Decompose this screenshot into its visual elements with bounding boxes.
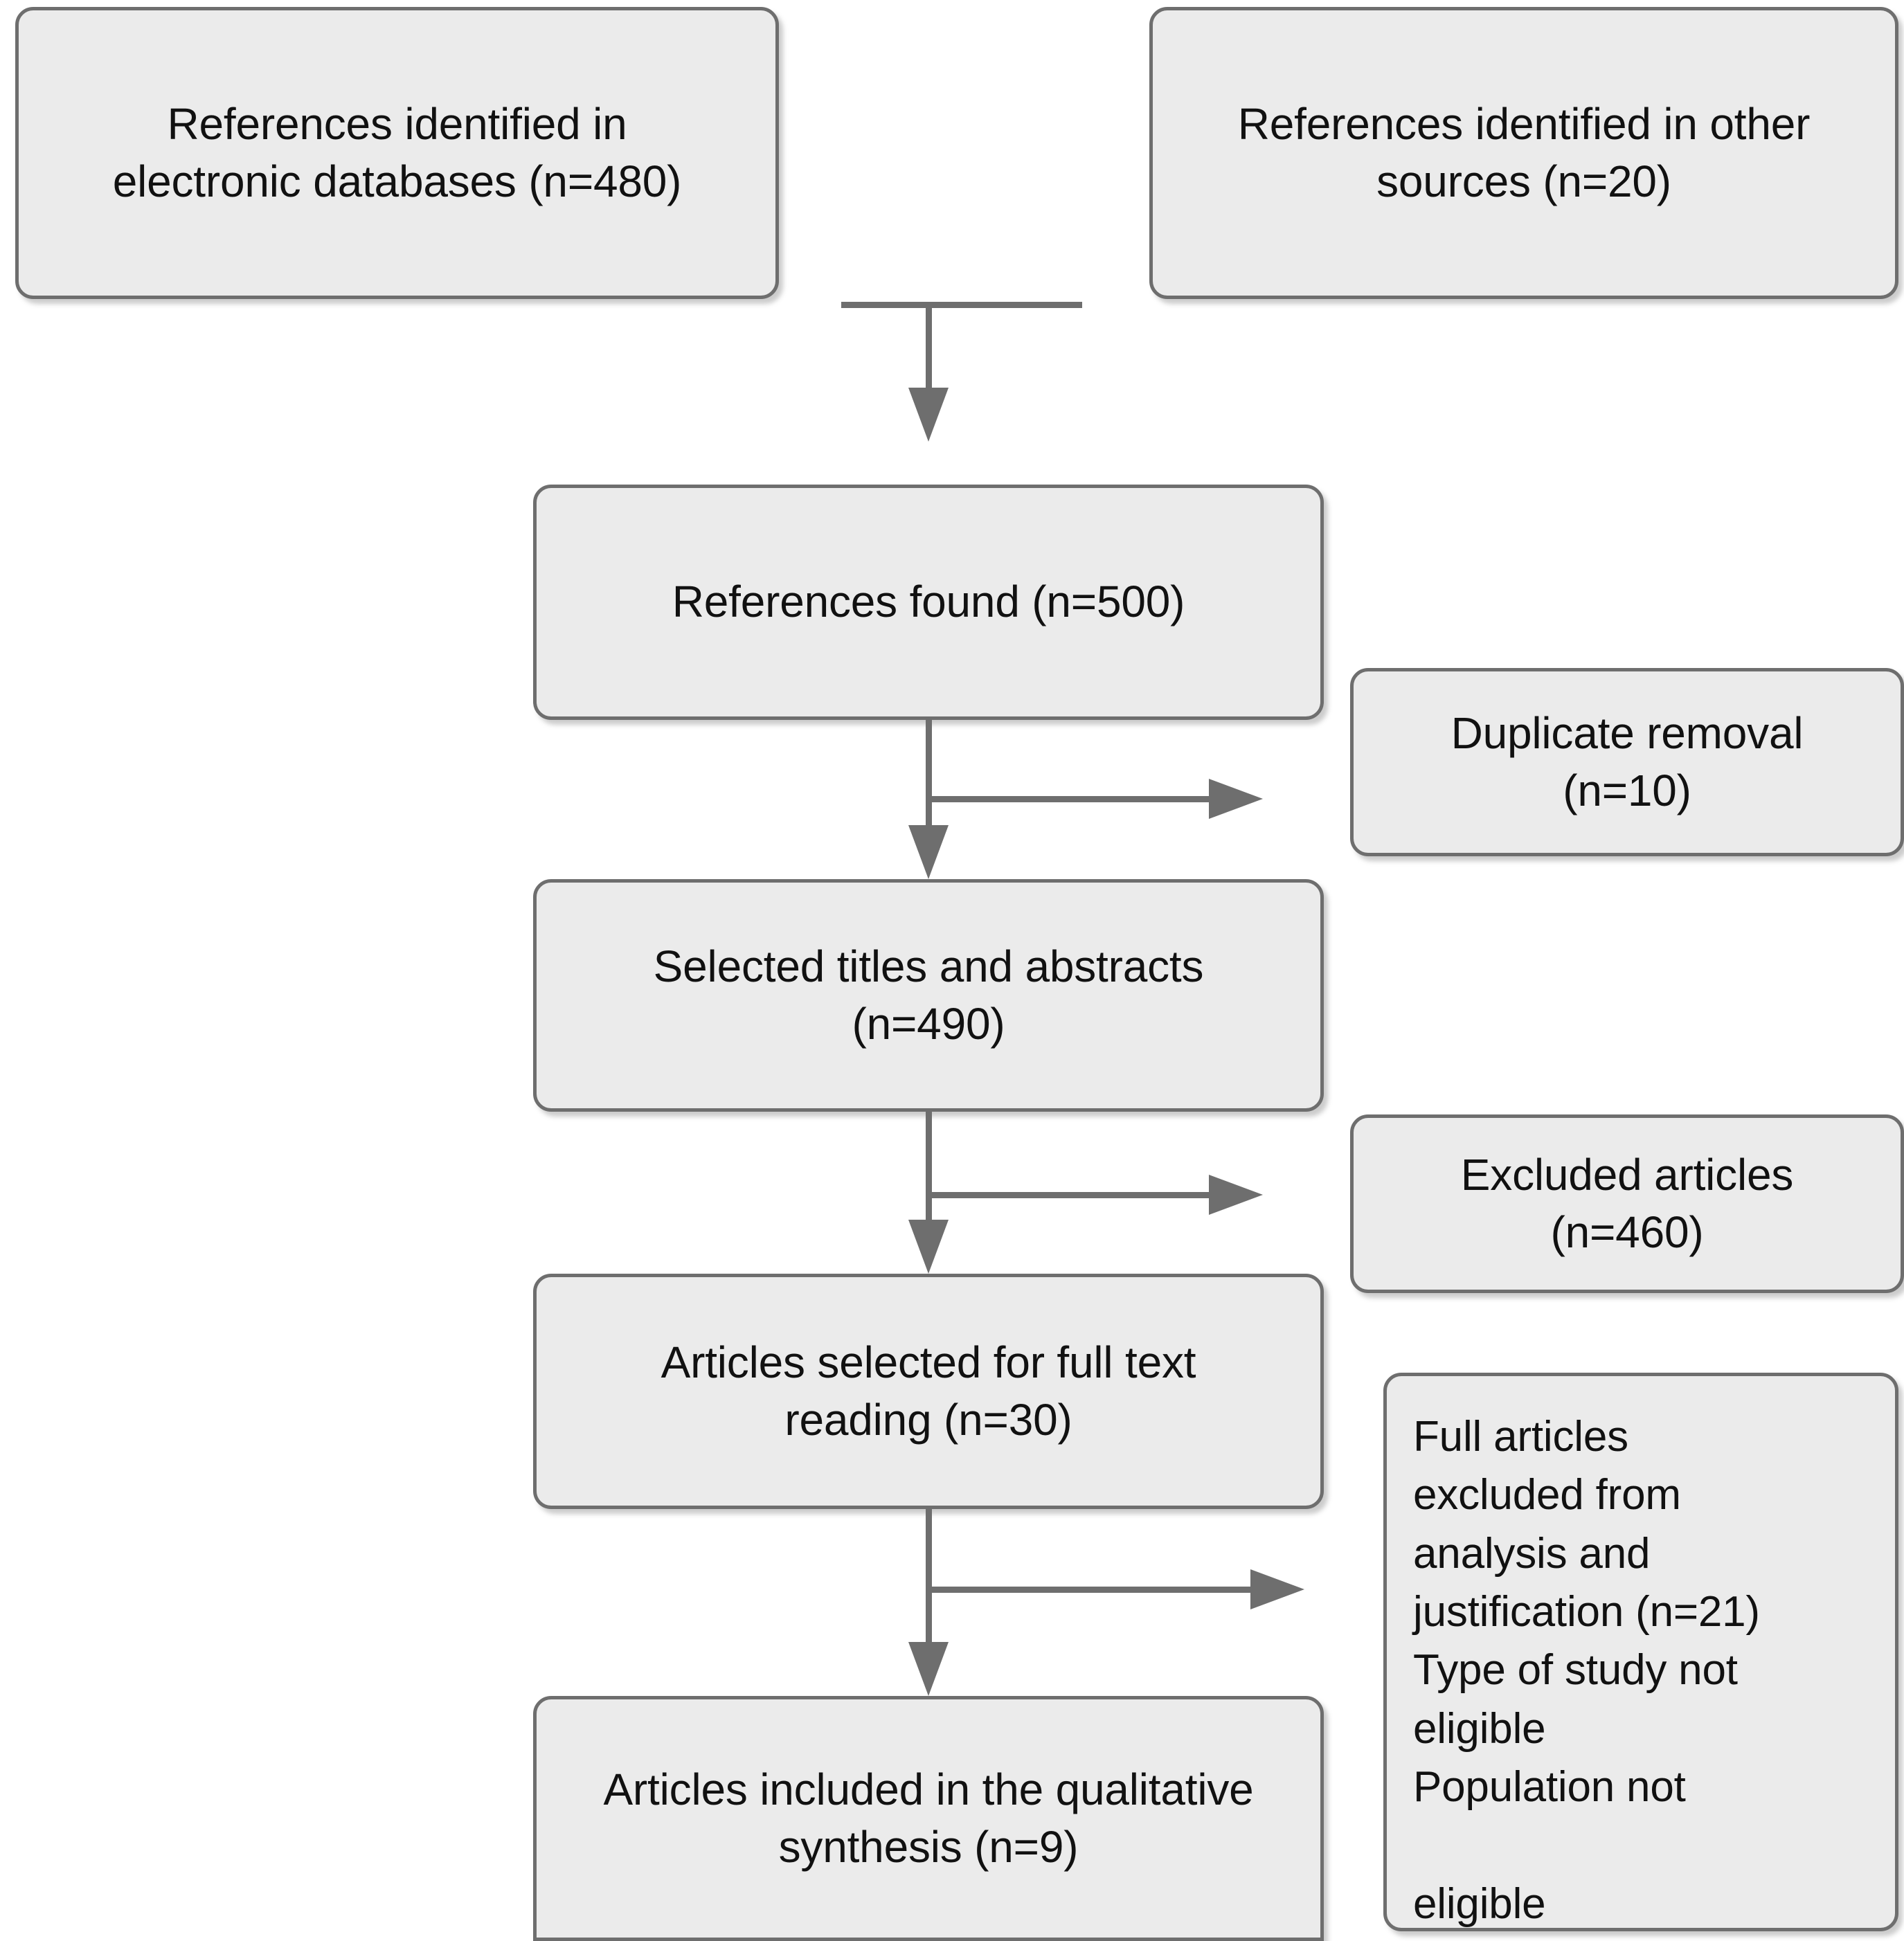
- node-label: References identified in electronic data…: [112, 98, 682, 206]
- node-references-found: References found (n=500): [533, 485, 1324, 720]
- arrow-right-icon-excluded: [1209, 1175, 1263, 1215]
- node-excluded-articles: Excluded articles (n=460): [1350, 1114, 1904, 1293]
- node-label: Excluded articles (n=460): [1460, 1149, 1794, 1257]
- node-references-electronic-databases: References identified in electronic data…: [15, 7, 779, 299]
- arrow-down-icon-titles-to-fulltext: [908, 1220, 949, 1274]
- node-label: Articles selected for full text reading …: [661, 1337, 1196, 1445]
- merge-connector-stem: [926, 305, 932, 415]
- node-label: References identified in other sources (…: [1237, 98, 1811, 206]
- node-duplicate-removal: Duplicate removal (n=10): [1350, 668, 1904, 856]
- node-label: Full articles excluded from analysis and…: [1413, 1413, 1760, 1928]
- arrow-down-icon-found-to-titles: [908, 825, 949, 879]
- arrow-right-icon-duplicate: [1209, 779, 1263, 819]
- node-label: Selected titles and abstracts (n=490): [653, 941, 1204, 1049]
- node-articles-full-text-reading: Articles selected for full text reading …: [533, 1274, 1324, 1509]
- connector-titles-to-fulltext: [926, 1112, 932, 1231]
- connector-fulltext-to-fullexcluded: [928, 1587, 1255, 1593]
- connector-found-to-duplicate: [928, 796, 1214, 802]
- node-selected-titles-abstracts: Selected titles and abstracts (n=490): [533, 879, 1324, 1112]
- node-label: Duplicate removal (n=10): [1451, 707, 1804, 815]
- connector-titles-to-excluded: [928, 1192, 1214, 1198]
- arrow-right-icon-full-excluded: [1250, 1569, 1304, 1609]
- node-label: References found (n=500): [672, 577, 1185, 627]
- node-references-other-sources: References identified in other sources (…: [1149, 7, 1898, 299]
- merge-connector-bar: [841, 302, 1082, 308]
- node-articles-included-qualitative-synthesis: Articles included in the qualitative syn…: [533, 1696, 1324, 1941]
- node-full-articles-excluded: Full articles excluded from analysis and…: [1383, 1373, 1898, 1931]
- connector-found-to-titles: [926, 720, 932, 846]
- node-label: Articles included in the qualitative syn…: [603, 1764, 1254, 1872]
- merge-arrow-down-icon: [908, 388, 949, 442]
- connector-fulltext-to-included: [926, 1509, 932, 1646]
- arrow-down-icon-fulltext-to-included: [908, 1642, 949, 1696]
